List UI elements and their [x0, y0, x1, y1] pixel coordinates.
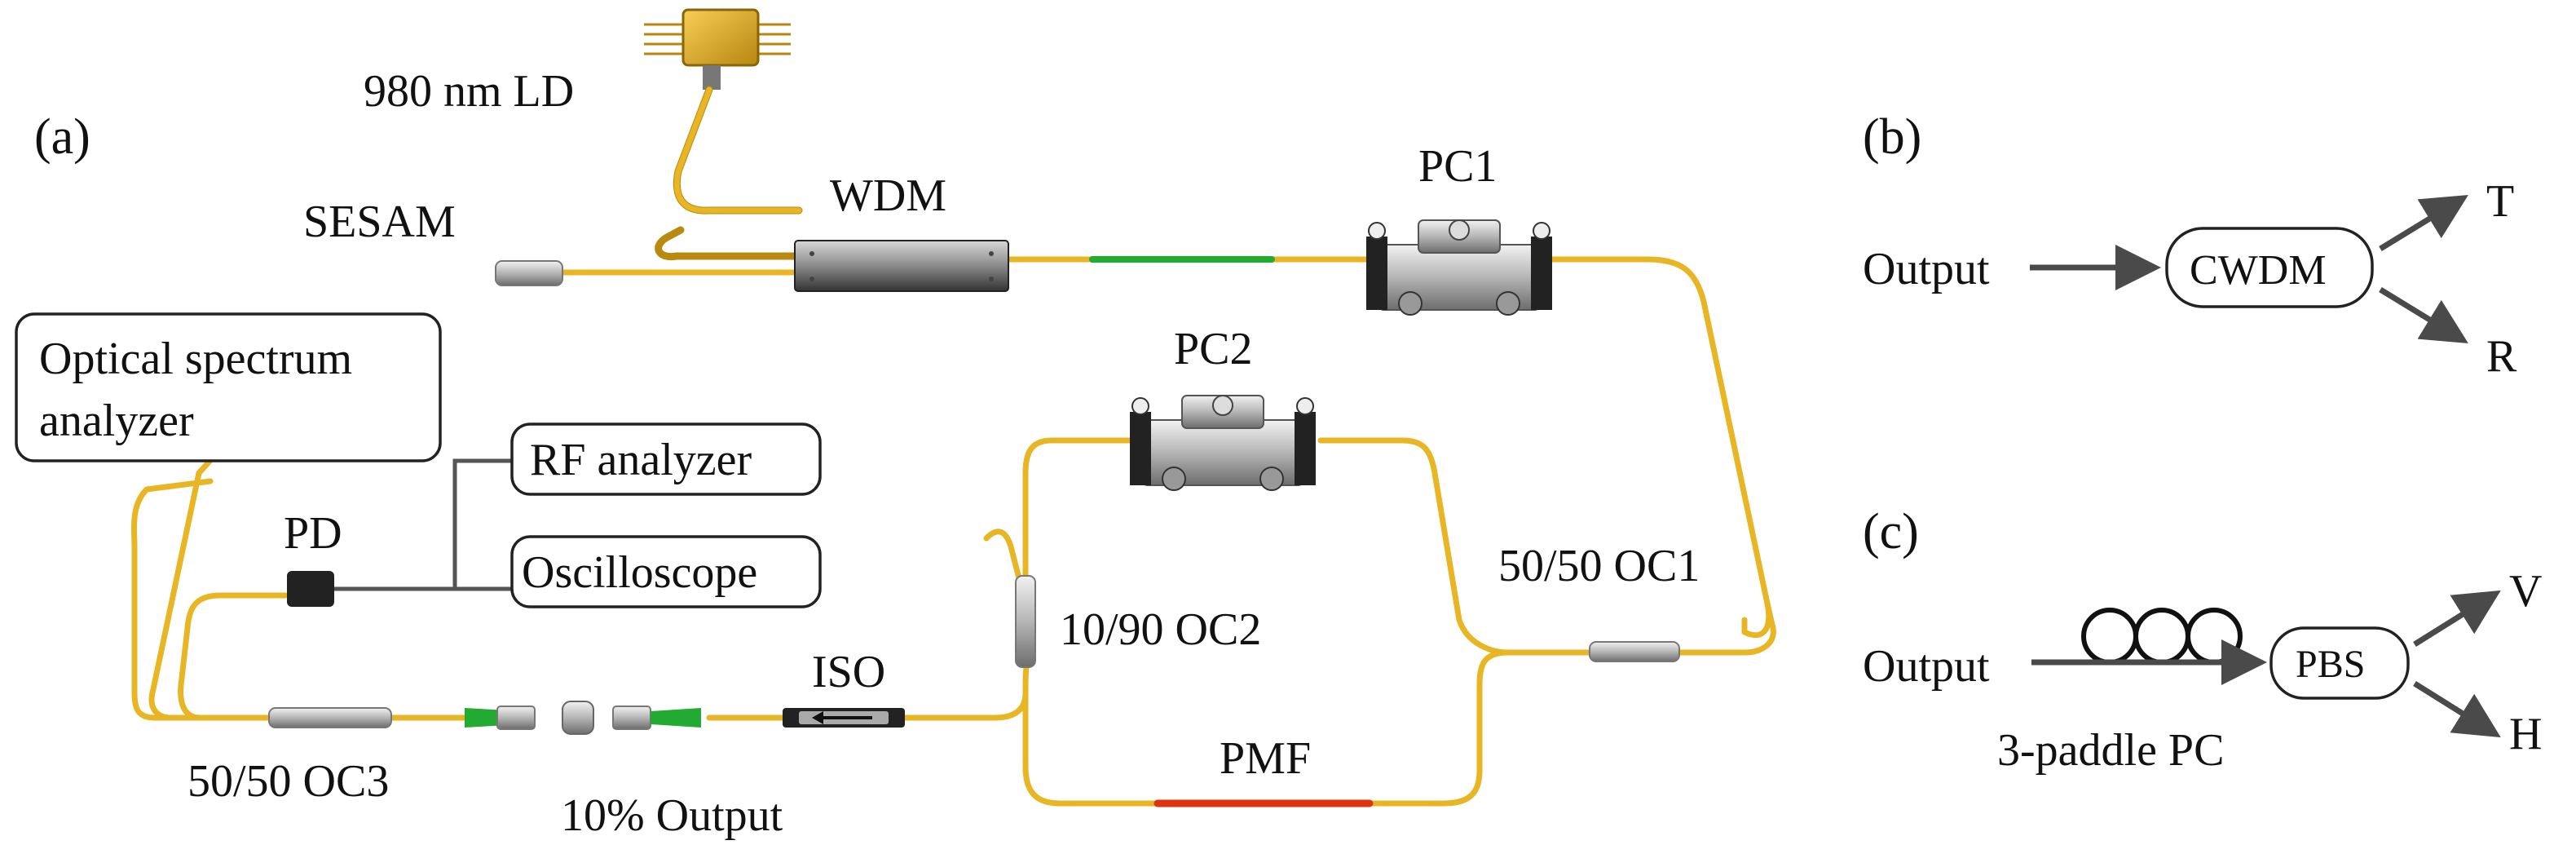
pmf-label: PMF: [1220, 733, 1311, 784]
oc1-label: 50/50 OC1: [1498, 541, 1700, 591]
laser-diode-label: 980 nm LD: [364, 66, 574, 117]
osa-label-line1: Optical spectrum: [39, 334, 352, 384]
cwdm-box: [2165, 227, 2374, 308]
oscilloscope-label: Oscilloscope: [522, 547, 757, 598]
panel-b-input-label: Output: [1863, 244, 1990, 294]
oc2-icon: [1015, 575, 1036, 668]
panel-c-h-label: H: [2509, 709, 2542, 759]
wdm-icon: [794, 240, 1009, 292]
pbs-label: PBS: [2296, 643, 2365, 686]
pbs-box: [2269, 626, 2410, 700]
isolator-label: ISO: [812, 647, 885, 697]
panel-c-v-arrow: [2413, 590, 2501, 647]
pc1-label: PC1: [1418, 141, 1498, 192]
cwdm-label: CWDM: [2190, 247, 2327, 294]
oc3-icon: [268, 707, 392, 728]
panel-c-input-label: Output: [1863, 641, 1990, 692]
photodetector-icon: [287, 571, 334, 607]
panel-b-t-arrow: [2379, 195, 2468, 251]
panel-a-label: (a): [34, 109, 90, 165]
osa-box: [15, 312, 442, 462]
output-label: 10% Output: [561, 790, 783, 841]
panel-c-label: (c): [1863, 504, 1919, 560]
fiber-network: [130, 86, 1776, 807]
pc2-icon: [1130, 395, 1316, 491]
paddle-loops-icon: [2081, 608, 2243, 665]
pc2-label: PC2: [1174, 324, 1253, 374]
electrical-wires: [334, 458, 512, 591]
oc1-icon: [1589, 641, 1680, 662]
osa-label-line2: analyzer: [39, 396, 194, 446]
rf-analyzer-label: RF analyzer: [530, 435, 752, 485]
pd-label: PD: [284, 508, 342, 559]
sesam-label: SESAM: [303, 197, 456, 247]
isolator-icon: [783, 708, 905, 728]
panel-b-t-label: T: [2486, 176, 2514, 227]
panel-c-v-label: V: [2509, 566, 2542, 617]
sesam-icon: [495, 260, 563, 286]
oc3-label: 50/50 OC3: [187, 756, 389, 807]
fiber-connector-icon: [465, 701, 701, 735]
panel-b-r-arrow: [2379, 287, 2468, 343]
oscilloscope-box: [510, 535, 822, 608]
panel-b-r-label: R: [2486, 331, 2517, 382]
panel-c-h-arrow: [2413, 681, 2501, 738]
laser-diode-icon: [644, 8, 791, 90]
paddle-pc-label: 3-paddle PC: [1997, 725, 2224, 776]
pc1-icon: [1366, 219, 1552, 316]
oc2-label: 10/90 OC2: [1060, 604, 1261, 655]
panel-b-label: (b): [1863, 109, 1921, 165]
rf-analyzer-box: [510, 422, 822, 496]
wdm-label: WDM: [830, 170, 946, 221]
